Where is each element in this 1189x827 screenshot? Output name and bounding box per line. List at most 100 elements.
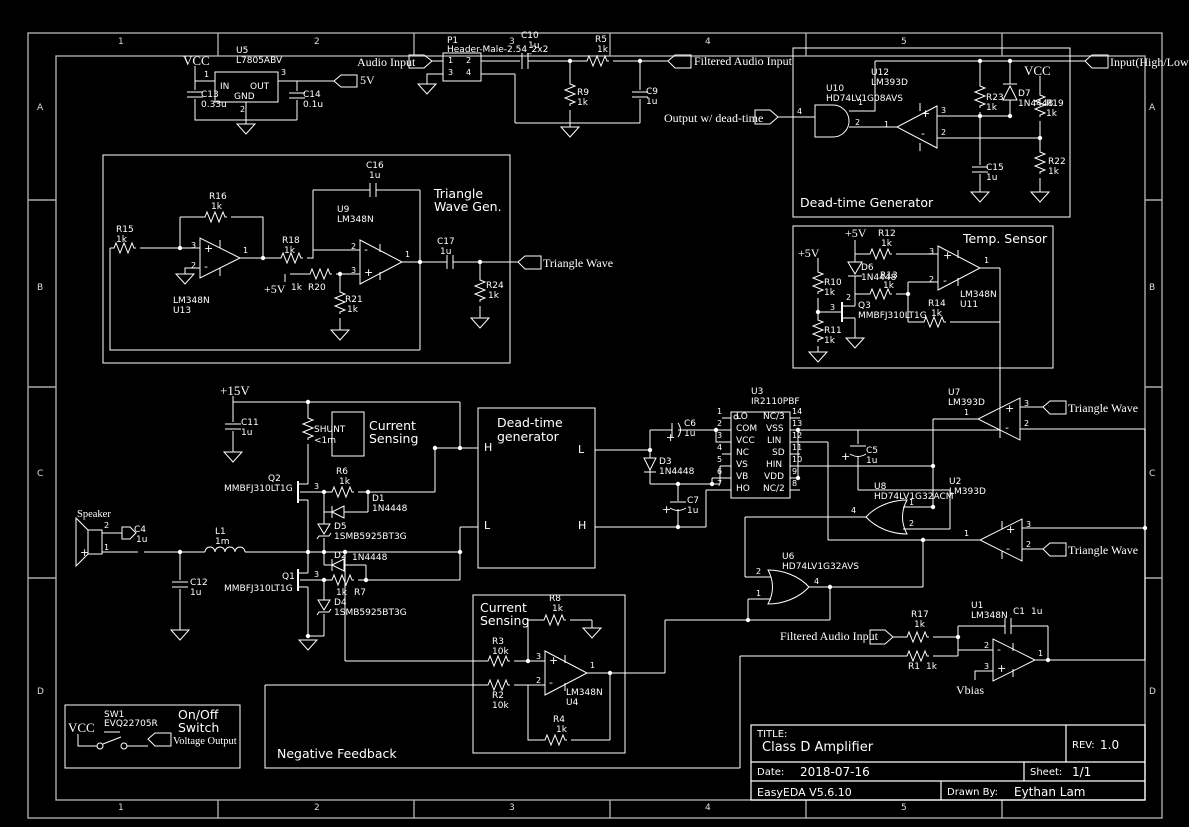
cap-c7-curve — [669, 507, 687, 511]
u11-value: LM348N — [960, 290, 997, 300]
r8-value: 1k — [552, 604, 563, 614]
plus-mark: + — [997, 662, 1007, 675]
u3-pin-com: COM — [736, 424, 758, 434]
opamp-u1 — [992, 638, 1037, 682]
r23-ref: R23 — [986, 93, 1004, 103]
pin-num: 1 — [590, 661, 596, 670]
minus-mark: - — [997, 643, 1001, 656]
r8-ref: R8 — [549, 594, 561, 604]
u4-ref: U4 — [566, 698, 579, 708]
header-body — [442, 52, 482, 82]
dt-h-left: H — [484, 441, 493, 454]
regulator-body — [214, 71, 279, 103]
comparator-u7 — [976, 397, 1021, 441]
section-current-1b: Current — [480, 600, 527, 615]
port-label-input-hl: Input(High/Low) — [1110, 55, 1189, 69]
pin-num: 1 — [984, 256, 990, 265]
pin-num: 2 — [756, 567, 762, 576]
opamp-u11 — [937, 245, 982, 291]
pin-num: 3 — [448, 68, 454, 77]
dt-l-left: L — [484, 519, 491, 532]
frame-row: D — [1149, 687, 1156, 697]
u6-ref: U6 — [782, 552, 795, 562]
r4-value: 1k — [556, 725, 567, 735]
r15-ref: R15 — [116, 225, 134, 235]
r19-value: 1k — [1046, 109, 1057, 119]
speaker-label: Speaker — [77, 509, 111, 520]
plus-mark: + — [1005, 402, 1015, 415]
d4-ref: D4 — [334, 598, 347, 608]
r3-value: 10k — [492, 647, 509, 657]
u9-ref: U9 — [337, 205, 350, 215]
pin-num: 2 — [846, 293, 852, 302]
port-filtered-audio-top — [667, 54, 692, 69]
port-label-audio-input: Audio Input — [357, 55, 416, 69]
r21-ref: R21 — [345, 295, 363, 305]
c12-value: 1u — [190, 588, 202, 598]
q1-value: MMBFJ310LT1G — [224, 584, 293, 594]
section-dtg-2: generator — [497, 429, 559, 444]
c15-ref: C15 — [986, 163, 1004, 173]
tool-version: EasyEDA V5.6.10 — [757, 786, 852, 799]
port-voltage-output — [147, 732, 172, 747]
title-label: TITLE: — [757, 729, 788, 740]
frame-row: A — [37, 103, 44, 113]
pin-num: 3 — [984, 662, 990, 671]
r18-value: 1k — [284, 246, 295, 256]
c9-value: 1u — [646, 97, 658, 107]
section-boxes — [64, 47, 1071, 769]
c7-ref: C7 — [687, 496, 700, 506]
d7-ref: D7 — [1018, 89, 1031, 99]
c6-value: 1u — [684, 429, 696, 439]
pin-num: 2 — [929, 275, 935, 284]
q3-ref: Q3 — [858, 301, 871, 311]
u12-value: LM393D — [871, 78, 908, 88]
frame-row: C — [1149, 469, 1156, 479]
q3-value: MMBFJ310LT1G — [858, 311, 927, 321]
section-temp-sensor: Temp. Sensor — [963, 231, 1048, 246]
d3-value: 1N4448 — [659, 467, 695, 477]
r9-value: 1k — [577, 98, 588, 108]
pin-num: 3 — [314, 482, 320, 491]
u3-pin-vs: VS — [736, 460, 748, 470]
r6-value: 1k — [339, 477, 350, 487]
u3-pin-vdd: VDD — [764, 472, 785, 482]
pin-num: 1 — [204, 70, 210, 79]
pin-num: 12 — [792, 431, 803, 440]
r23-value: 1k — [986, 103, 997, 113]
ic-u3-body — [730, 411, 791, 499]
minus-mark: - — [1006, 542, 1010, 555]
c4-ref: C4 — [134, 525, 147, 535]
pin-num: 3 — [1026, 520, 1032, 529]
r13-ref: R13 — [880, 271, 898, 281]
section-current-2b: Sensing — [480, 613, 530, 628]
u3-value: IR2110PBF — [751, 397, 800, 407]
frame-col: 5 — [901, 37, 907, 47]
port-label-voltage-out: Voltage Output — [173, 736, 237, 747]
r13-value: 1k — [883, 281, 894, 291]
pin-num: 3 — [717, 431, 723, 440]
port-label-triangle-1: Triangle Wave — [543, 256, 614, 270]
net-5v-temp2: +5V — [798, 246, 820, 260]
pin-num: 2 — [351, 242, 357, 251]
pin-num: 9 — [792, 467, 798, 476]
pin-num: 4 — [717, 443, 723, 452]
u3-pin-sd: SD — [772, 448, 785, 458]
l1-value: 1m — [215, 537, 230, 547]
reg-pin-out: OUT — [250, 82, 270, 92]
u3-pin-vb: VB — [736, 472, 749, 482]
minus-mark: - — [1005, 421, 1009, 434]
opamp-u13 — [199, 237, 242, 279]
pin-num: 3 — [536, 652, 542, 661]
c17-value: 1u — [440, 247, 452, 257]
p1-ref: P1 — [447, 36, 459, 46]
c10-value: 1u — [528, 41, 540, 51]
pin-num: 1 — [717, 407, 723, 416]
frame-row: C — [37, 469, 44, 479]
r14-ref: R14 — [928, 299, 946, 309]
r10-ref: R10 — [824, 278, 842, 288]
pin-num: 1 — [405, 250, 411, 259]
net-5v-temp1: +5V — [845, 226, 867, 240]
c10-ref: C10 — [521, 31, 539, 41]
